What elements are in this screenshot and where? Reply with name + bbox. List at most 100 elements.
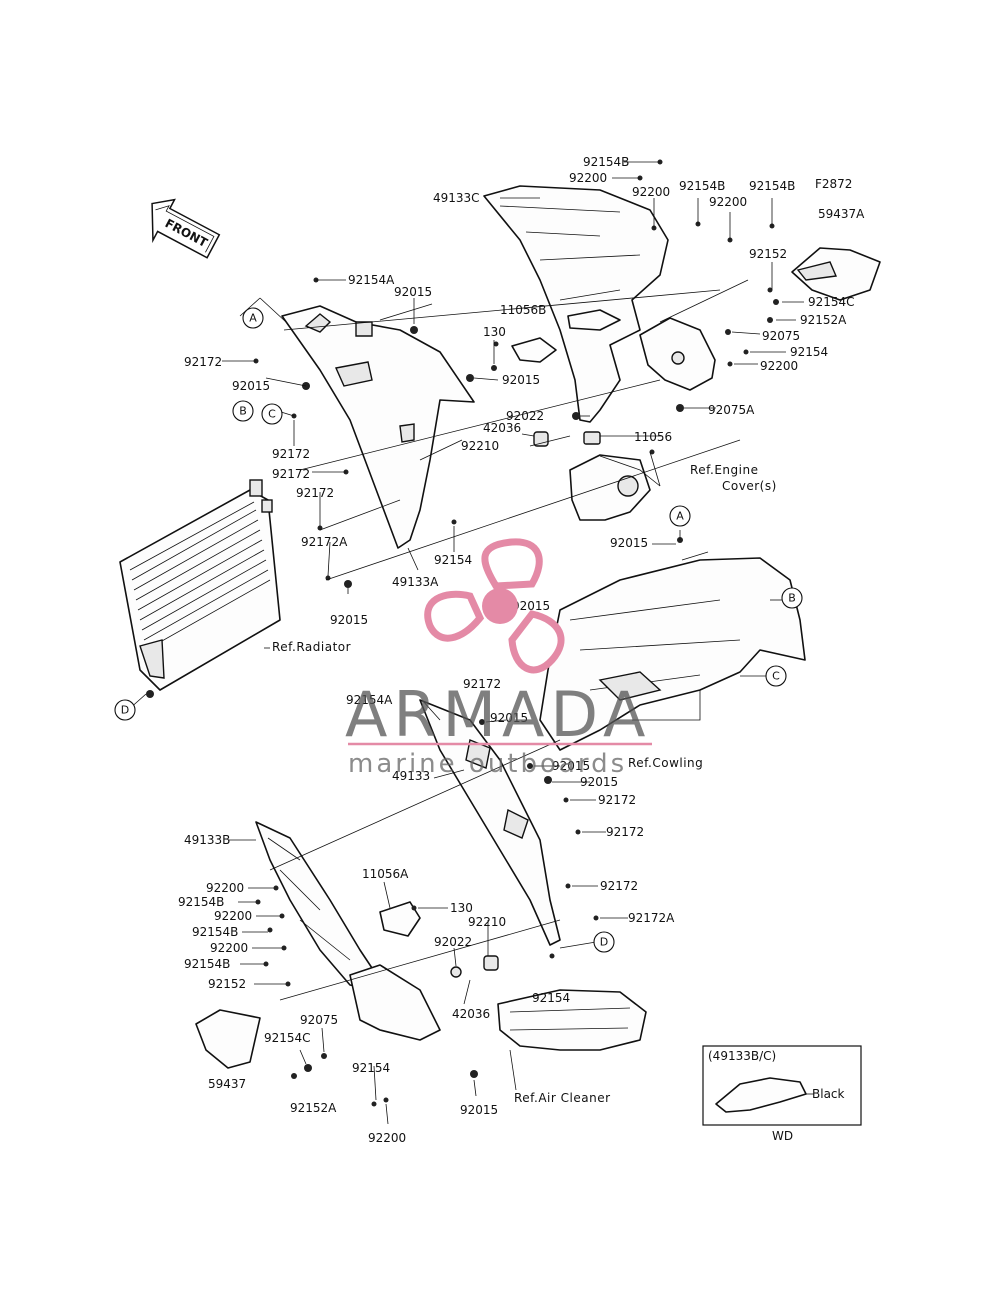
part-label: 92075 — [762, 329, 800, 343]
part-label: 130 — [450, 901, 473, 915]
svg-text:A: A — [676, 510, 684, 523]
part-label: 49133A — [392, 575, 439, 589]
part-label: 92022 — [506, 409, 544, 423]
part-label: 92172 — [598, 793, 636, 807]
circle-ref-b-top: B — [232, 400, 254, 422]
part-label: 49133C — [433, 191, 480, 205]
part-label: 92154B — [178, 895, 224, 909]
cowling-ref — [539, 557, 806, 751]
ref-air-cleaner: Ref.Air Cleaner — [514, 1091, 611, 1105]
svg-text:D: D — [600, 936, 608, 949]
part-label: 92200 — [206, 881, 244, 895]
part-labels: 92154B 92200 92154B 92154B 92200 92200 4… — [178, 155, 865, 1145]
lower-panel-49133 — [419, 699, 561, 946]
svg-text:D: D — [121, 704, 129, 717]
part-label: 92154A — [346, 693, 393, 707]
part-label: 92015 — [330, 613, 368, 627]
hardware-fasteners — [146, 159, 779, 1107]
part-label: 92154C — [808, 295, 855, 309]
inset-label: Black — [812, 1087, 845, 1101]
part-label: 92200 — [709, 195, 747, 209]
svg-text:C: C — [772, 670, 780, 683]
part-label: 92172A — [301, 535, 348, 549]
part-label: 92172 — [600, 879, 638, 893]
upper-cowl-49133c — [483, 185, 669, 423]
circle-ref-c-top: C — [261, 403, 283, 425]
part-label: 92152 — [208, 977, 246, 991]
part-label: 92075 — [300, 1013, 338, 1027]
ref-radiator: Ref.Radiator — [272, 640, 351, 654]
part-label: 92200 — [214, 909, 252, 923]
part-label: 92172 — [463, 677, 501, 691]
part-label: 92154 — [434, 553, 472, 567]
part-label: 92015 — [610, 536, 648, 550]
part-label: 92210 — [468, 915, 506, 929]
part-label: 92154 — [532, 991, 570, 1005]
part-label: 92015 — [512, 599, 550, 613]
part-label: 92210 — [461, 439, 499, 453]
part-label: 92015 — [394, 285, 432, 299]
part-label: 92154A — [348, 273, 395, 287]
watermark: ARMADA marine outboards — [345, 538, 652, 779]
cover-59437a — [791, 247, 881, 301]
part-label: 92200 — [760, 359, 798, 373]
part-label: 92154B — [679, 179, 725, 193]
part-label: 92015 — [580, 775, 618, 789]
propeller-icon — [424, 538, 565, 674]
circle-ref-b-right: B — [781, 587, 803, 609]
part-label: 42036 — [483, 421, 521, 435]
figure-code: F2872 — [815, 177, 852, 191]
bracket-11056b — [511, 337, 557, 363]
watermark-tagline: marine outboards — [348, 749, 627, 779]
watermark-brand: ARMADA — [345, 678, 651, 751]
grommet-42036 — [533, 431, 549, 447]
part-label: 92172 — [184, 355, 222, 369]
circle-ref-a-top: A — [242, 307, 264, 329]
circle-ref-d-left: D — [114, 699, 136, 721]
svg-text:C: C — [268, 408, 276, 421]
part-label: 92154C — [264, 1031, 311, 1045]
side-fairing-49133b — [255, 821, 381, 991]
part-label: 92200 — [210, 941, 248, 955]
part-label: 92152 — [749, 247, 787, 261]
svg-text:B: B — [788, 592, 796, 605]
part-label: 92172 — [272, 447, 310, 461]
air-cleaner-ref — [497, 989, 647, 1051]
part-label: 92075A — [708, 403, 755, 417]
part-label: 59437A — [818, 207, 865, 221]
part-label: 92172 — [272, 467, 310, 481]
circle-ref-c-right: C — [765, 665, 787, 687]
radiator-ref — [119, 479, 281, 691]
part-label: 92015 — [502, 373, 540, 387]
circle-ref-d-right: D — [593, 931, 615, 953]
part-label: 42036 — [452, 1007, 490, 1021]
inset-title: (49133B/C) — [708, 1049, 776, 1063]
part-label: 11056B — [500, 303, 546, 317]
bracket-11056a — [379, 901, 421, 937]
part-label: 92200 — [569, 171, 607, 185]
front-arrow-icon: FRONT — [151, 198, 221, 259]
engine-cover-ref — [569, 454, 651, 521]
inset-code: WD — [772, 1129, 793, 1143]
inset-black-variant: (49133B/C) Black — [702, 1045, 862, 1126]
part-label: 92172 — [606, 825, 644, 839]
part-label: 92154 — [790, 345, 828, 359]
part-label: 92200 — [632, 185, 670, 199]
part-label: 92172A — [628, 911, 675, 925]
part-label: 92152A — [800, 313, 847, 327]
part-label: 92015 — [460, 1103, 498, 1117]
part-label: 92154B — [749, 179, 795, 193]
part-label: 92172 — [296, 486, 334, 500]
part-label: 92154 — [352, 1061, 390, 1075]
part-label: 92015 — [232, 379, 270, 393]
bracket-11056 — [583, 431, 601, 445]
part-label: 49133 — [392, 769, 430, 783]
part-label: 11056A — [362, 867, 409, 881]
part-label: 130 — [483, 325, 506, 339]
part-label: 92015 — [490, 711, 528, 725]
part-label: 92154B — [583, 155, 629, 169]
part-label: 92015 — [552, 759, 590, 773]
cover-59437 — [195, 1009, 261, 1069]
part-label: 11056 — [634, 430, 672, 444]
